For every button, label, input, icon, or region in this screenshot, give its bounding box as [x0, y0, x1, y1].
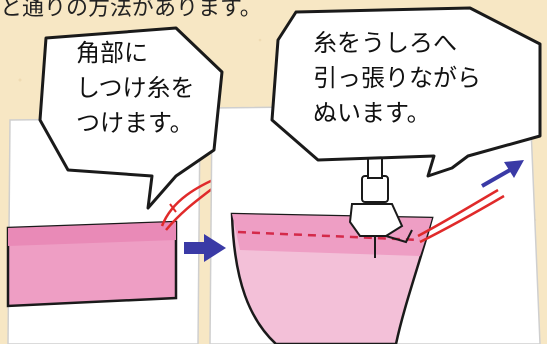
right-bubble-text: 糸をうしろへ 引っ張りながら ぬいます。 [313, 26, 481, 131]
right-bubble-line: 糸をうしろへ [313, 29, 457, 57]
presser-foot-icon [348, 149, 413, 258]
right-thread-upper [417, 188, 499, 238]
diagonal-arrow-head [504, 160, 524, 178]
caption-text: と通りの方法があります。 [0, 0, 262, 21]
left-bubble-text: 角部に しつけ糸を つけます。 [76, 36, 195, 141]
left-speech-bubble [38, 26, 224, 210]
left-bubble-line: しつけ糸を [76, 74, 195, 102]
right-bubble-line: ぬいます。 [313, 99, 431, 127]
right-bubble-line: 引っ張りながら [313, 64, 481, 92]
left-bubble-line: 角部に [76, 39, 148, 67]
left-thread-tie [169, 203, 177, 213]
right-arrow-icon [184, 234, 226, 262]
right-thread-lower [419, 194, 505, 244]
right-fabric-edge [232, 214, 432, 256]
left-fabric-edge [8, 222, 176, 246]
right-speech-bubble [270, 6, 542, 178]
seam-stitch-line [237, 230, 421, 242]
diagonal-arrow-icon [481, 168, 511, 188]
left-bubble-line: つけます。 [76, 109, 194, 137]
left-panel [6, 117, 237, 344]
